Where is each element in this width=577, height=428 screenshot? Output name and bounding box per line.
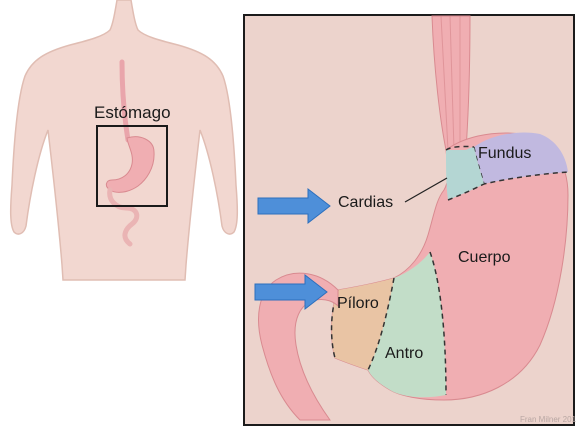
torso-figure: Estómago xyxy=(11,0,238,280)
detail-panel: Fundus Cardias Cuerpo Píloro Antro Fran … xyxy=(244,15,577,425)
cardias-label: Cardias xyxy=(338,194,393,211)
artist-credit: Fran Milner 201 xyxy=(520,415,577,424)
antro-label: Antro xyxy=(385,345,423,362)
cuerpo-label: Cuerpo xyxy=(458,249,511,266)
fundus-label: Fundus xyxy=(478,145,531,162)
estomago-label: Estómago xyxy=(94,103,171,122)
piloro-label: Píloro xyxy=(337,295,379,312)
